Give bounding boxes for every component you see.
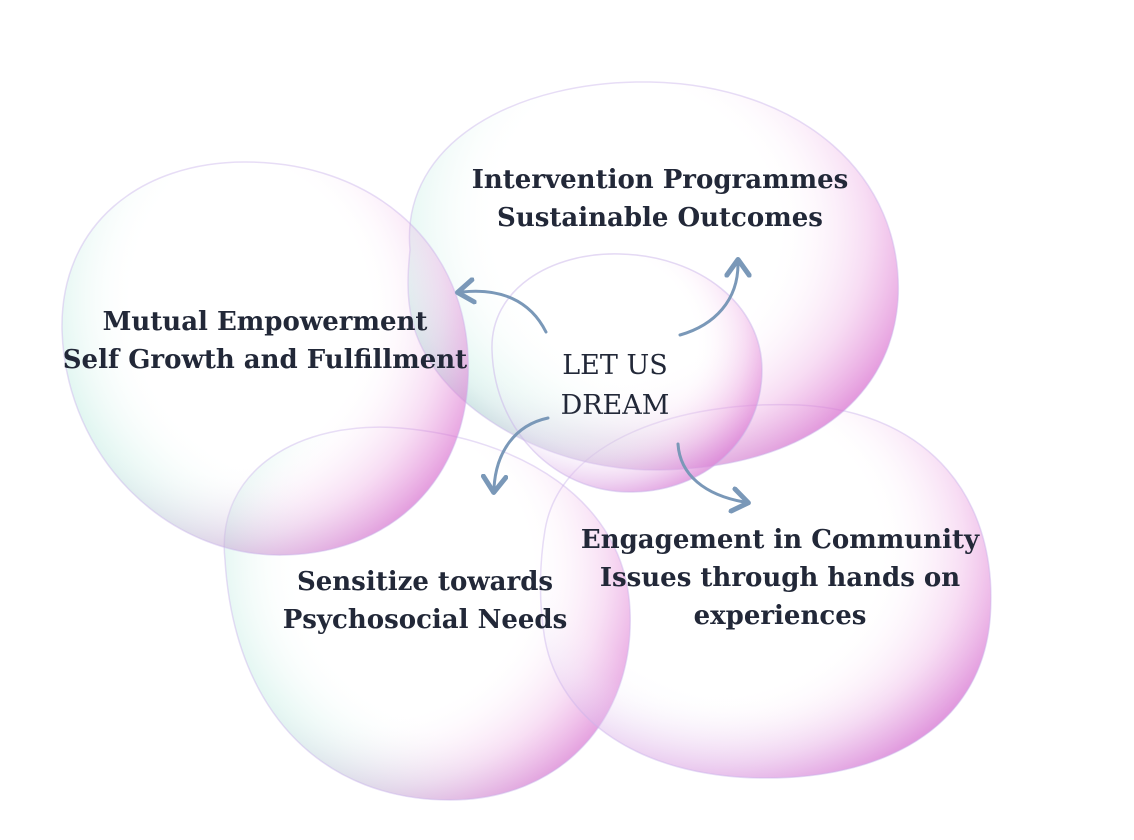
arrow-to-intervention xyxy=(678,264,738,337)
arrow-to-engagement xyxy=(676,442,744,502)
center-line-2: DREAM xyxy=(560,390,670,421)
bubble-center xyxy=(491,253,763,493)
empowerment-line-1: Mutual Empowerment xyxy=(102,307,428,337)
bubble-engagement xyxy=(539,403,992,779)
engagement-label: Engagement in Community Issues through h… xyxy=(580,521,980,635)
center-line-1: LET US xyxy=(562,350,668,381)
intervention-line-1: Intervention Programmes xyxy=(471,165,849,195)
intervention-label: Intervention Programmes Sustainable Outc… xyxy=(460,161,860,237)
sensitize-label: Sensitize towards Psychosocial Needs xyxy=(270,563,580,639)
sensitize-line-2: Psychosocial Needs xyxy=(282,605,568,635)
engagement-line-2: Issues through hands on xyxy=(599,563,961,593)
empowerment-label: Mutual Empowerment Self Growth and Fulfi… xyxy=(55,303,475,379)
engagement-line-3: experiences xyxy=(693,601,867,631)
center-label: LET US DREAM xyxy=(540,346,690,426)
engagement-line-1: Engagement in Community xyxy=(580,525,980,555)
arrow-to-empowerment xyxy=(462,291,548,334)
bubble-empowerment xyxy=(61,161,470,556)
arrow-to-sensitize xyxy=(494,416,550,488)
intervention-line-2: Sustainable Outcomes xyxy=(497,203,823,233)
sensitize-line-1: Sensitize towards xyxy=(296,567,554,597)
empowerment-line-2: Self Growth and Fulfillment xyxy=(62,345,468,375)
